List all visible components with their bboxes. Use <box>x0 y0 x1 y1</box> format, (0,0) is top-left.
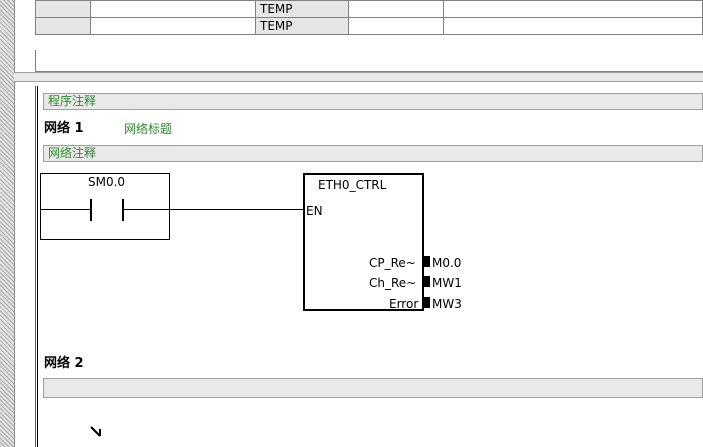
var-datatype-cell[interactable] <box>348 17 444 35</box>
var-type-cell: TEMP <box>255 17 349 35</box>
var-type-cell: TEMP <box>255 0 349 18</box>
variable-table: TEMP TEMP <box>35 0 703 35</box>
network-1-title[interactable]: 网络标题 <box>124 122 173 136</box>
output-operand[interactable]: MW3 <box>432 297 462 311</box>
rung-cursor-icon <box>90 426 101 437</box>
var-table-empty-area[interactable] <box>35 50 703 72</box>
var-comment-cell[interactable] <box>443 0 703 18</box>
row-selector[interactable] <box>35 17 91 35</box>
left-gutter <box>0 0 15 447</box>
contact-cell[interactable] <box>40 173 170 240</box>
var-datatype-cell[interactable] <box>348 0 444 18</box>
left-power-rail-shadow <box>35 86 36 447</box>
network-2-label[interactable]: 网络 2 <box>44 356 84 371</box>
output-stub <box>424 297 430 308</box>
output-pin-label: CP_Re~ <box>369 256 416 270</box>
output-pin-label: Error <box>389 297 419 311</box>
rung-wire <box>40 209 90 210</box>
output-stub <box>424 256 430 267</box>
var-name-cell[interactable] <box>90 0 256 18</box>
output-stub <box>424 276 430 287</box>
row-selector[interactable] <box>35 0 91 18</box>
network-2-comment[interactable] <box>43 378 703 398</box>
function-block-name: ETH0_CTRL <box>318 178 387 192</box>
pane-splitter[interactable] <box>14 72 703 82</box>
output-operand[interactable]: MW1 <box>432 276 462 290</box>
var-name-cell[interactable] <box>90 17 256 35</box>
network-1-label[interactable]: 网络 1 <box>44 121 84 136</box>
function-block-eth0-ctrl[interactable] <box>303 173 424 311</box>
var-comment-cell[interactable] <box>443 17 703 35</box>
contact-left-bar <box>90 199 92 221</box>
output-operand[interactable]: M0.0 <box>432 256 462 270</box>
network-1-comment[interactable]: 网络注释 <box>43 145 703 162</box>
contact-address[interactable]: SM0.0 <box>88 175 126 189</box>
table-row[interactable]: TEMP <box>35 0 703 18</box>
en-pin-label: EN <box>306 204 323 218</box>
left-power-rail <box>37 86 38 447</box>
program-comment[interactable]: 程序注释 <box>43 93 703 110</box>
rung-wire <box>124 209 304 210</box>
contact-right-bar <box>122 199 124 221</box>
table-row[interactable]: TEMP <box>35 17 703 35</box>
output-pin-label: Ch_Re~ <box>369 276 417 290</box>
